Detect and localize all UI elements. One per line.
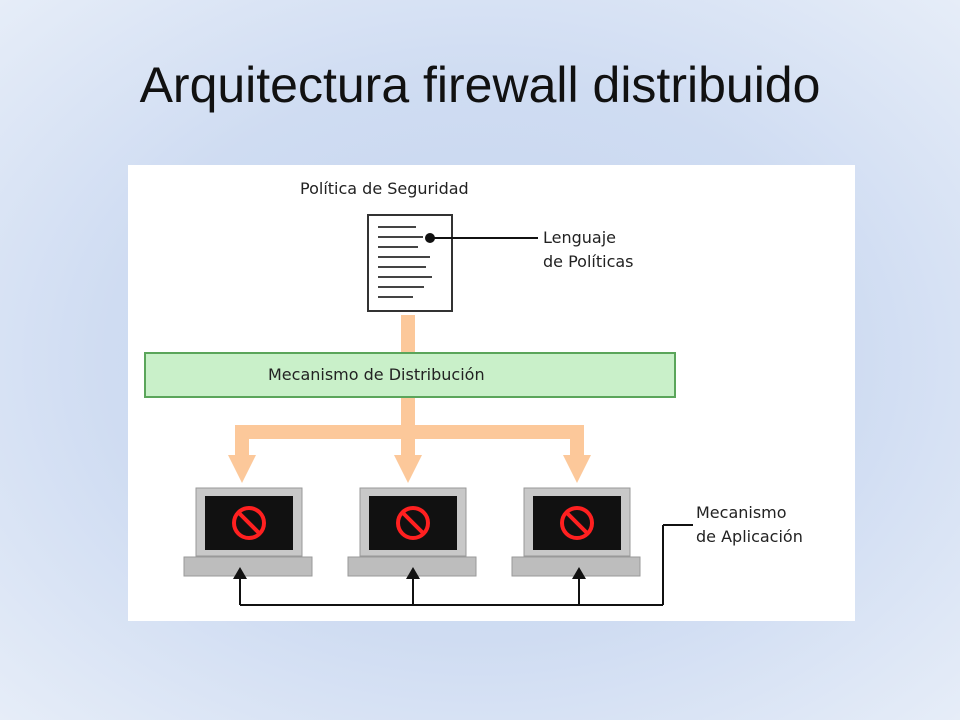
host-computer-3 [511,487,641,577]
arrow-head-center [394,455,422,483]
arrow-head-right [563,455,591,483]
slide-title: Arquitectura firewall distribuido [139,57,821,113]
diagram-svg [144,214,693,606]
host-computer-2 [347,487,477,577]
no-entry-icon [396,506,430,540]
policy-document-icon [367,214,453,312]
language-label-line1: Lenguaje [543,228,617,247]
arrow-document-to-distribution [401,315,415,353]
keyboard [183,556,313,577]
host-computer-1 [183,487,313,577]
distribution-label: Mecanismo de Distribución [268,365,485,384]
application-connector [239,524,693,606]
policy-label: Política de Seguridad [300,179,469,198]
arrow-head-left [228,455,256,483]
no-entry-icon [232,506,266,540]
application-label-line2: de Aplicación [696,527,803,546]
language-label-line2: de Políticas [543,252,634,271]
diagram-panel: Política de Seguridad Lenguaje de Políti… [128,165,855,621]
distribution-arrows [228,398,591,483]
application-label-line1: Mecanismo [696,503,787,522]
application-arrow-heads [233,567,586,579]
no-entry-icon [560,506,594,540]
distribution-bar [144,352,676,398]
